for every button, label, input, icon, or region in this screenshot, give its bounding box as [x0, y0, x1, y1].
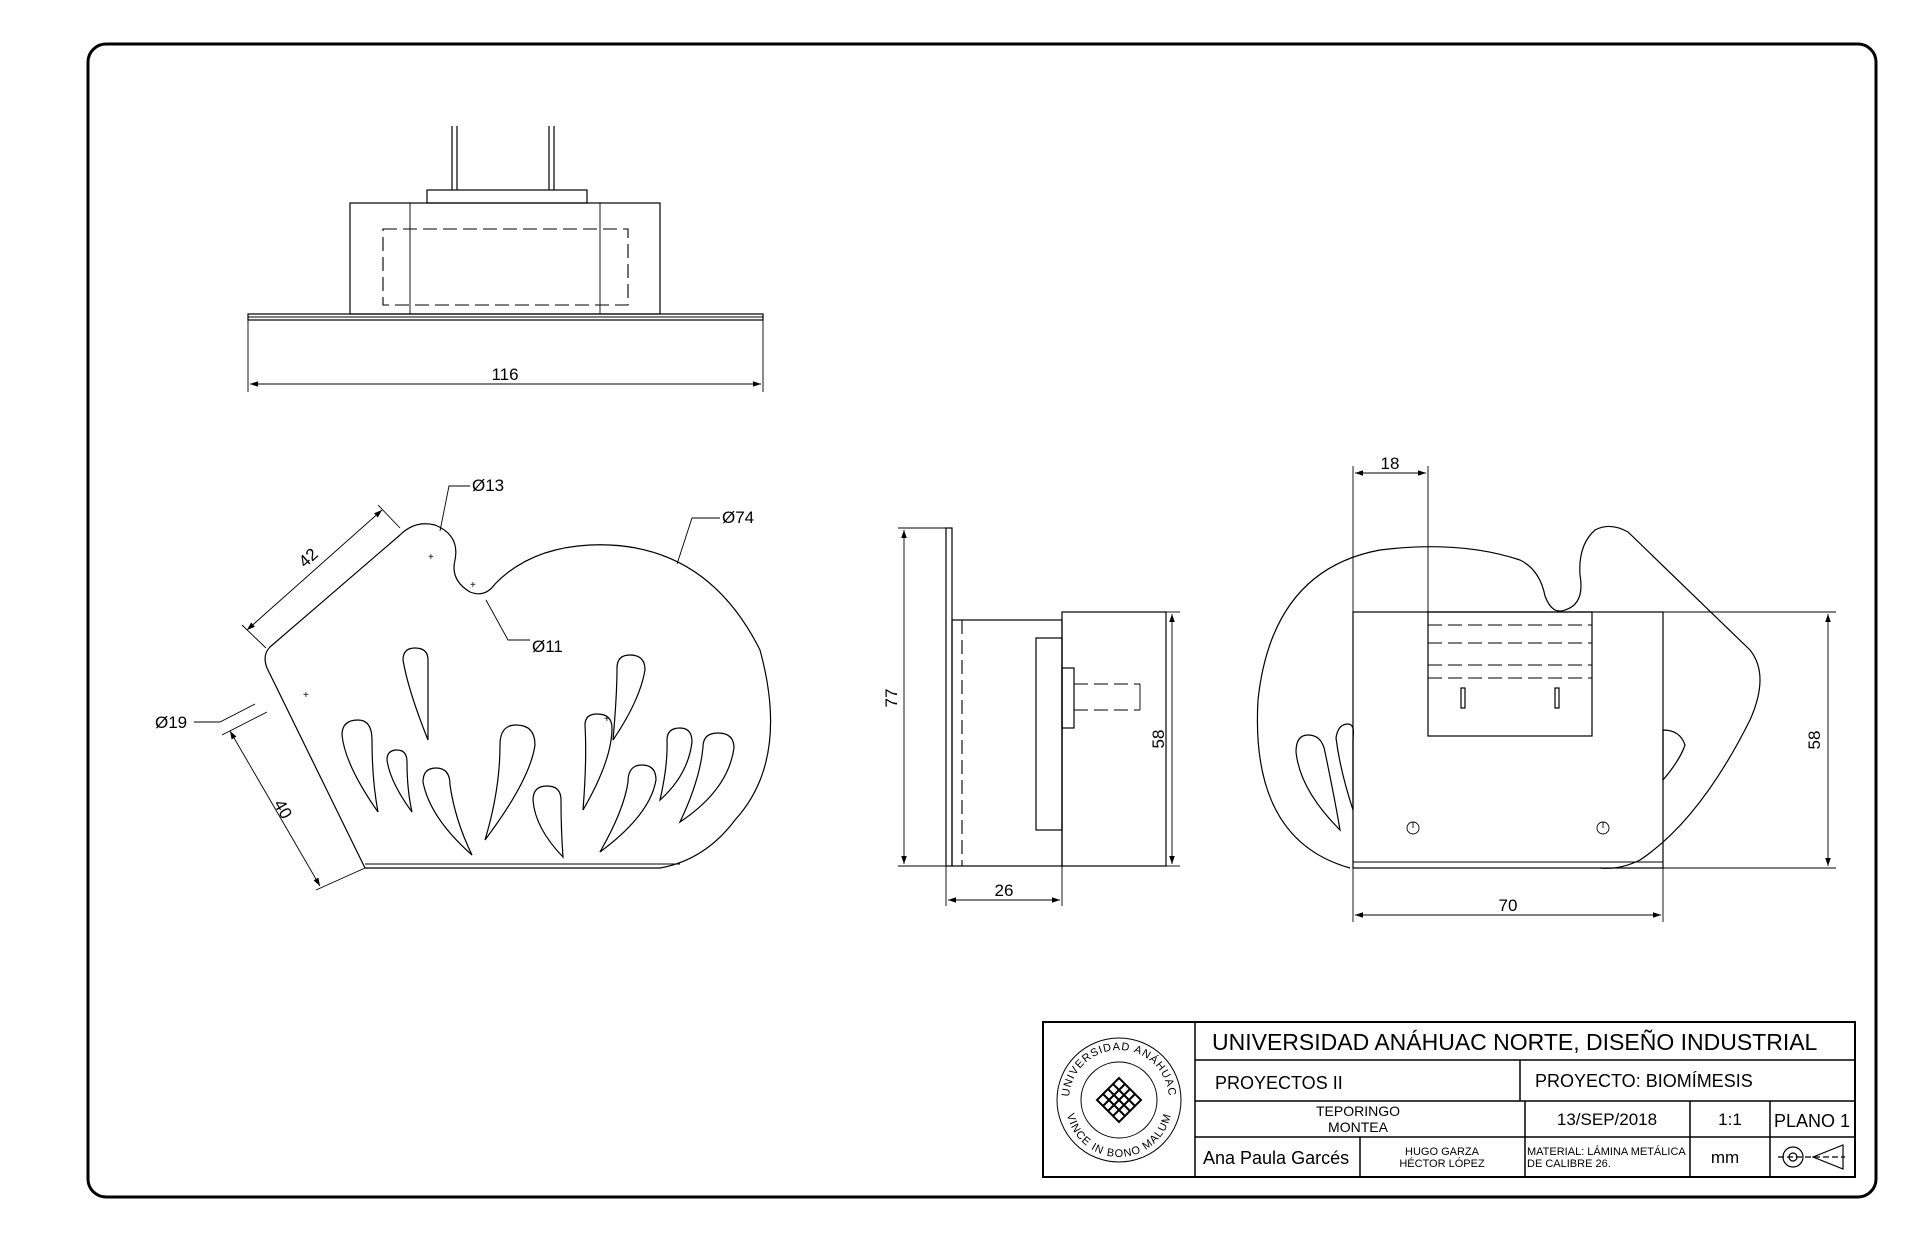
dim-d13: Ø13 — [472, 476, 504, 495]
piece-name-2: MONTEA — [1328, 1119, 1389, 1135]
dim-116: 116 — [491, 365, 518, 384]
dim-d11: Ø11 — [532, 637, 563, 656]
dim-18: 18 — [1381, 454, 1400, 473]
piece-name-1: TEPORINGO — [1316, 1103, 1400, 1119]
scale: 1:1 — [1718, 1110, 1742, 1129]
teacher-2: HÉCTOR LÓPEZ — [1399, 1157, 1485, 1170]
institution-name: UNIVERSIDAD ANÁHUAC NORTE, DISEÑO INDUST… — [1212, 1029, 1818, 1055]
flat-pattern-view: + + + + 42 40 Ø13 Ø74 Ø11 Ø19 — [155, 476, 772, 891]
logo-text-bottom: VINCE IN BONO MALUM — [1064, 1112, 1173, 1160]
units: mm — [1711, 1148, 1739, 1167]
teacher-1: HUGO GARZA — [1405, 1146, 1480, 1158]
material-1: MATERIAL: LÁMINA METÁLICA — [1527, 1145, 1686, 1158]
side-view: 77 58 26 — [882, 527, 1180, 906]
svg-text:+: + — [428, 552, 434, 563]
dim-40: 40 — [270, 796, 296, 822]
top-view: 116 — [247, 126, 764, 392]
university-logo: UNIVERSIDAD ANÁHUAC VINCE IN BONO MALUM — [1056, 1037, 1182, 1163]
svg-text:+: + — [470, 580, 476, 591]
sheet-number: PLANO 1 — [1774, 1111, 1850, 1131]
material-2: DE CALIBRE 26. — [1527, 1158, 1611, 1170]
dim-58-side: 58 — [1149, 730, 1168, 749]
dim-d74: Ø74 — [722, 508, 754, 527]
dim-70: 70 — [1499, 896, 1518, 915]
dim-77: 77 — [882, 689, 901, 708]
dim-58-front: 58 — [1805, 731, 1824, 750]
svg-text:VINCE IN BONO MALUM: VINCE IN BONO MALUM — [1064, 1112, 1174, 1160]
svg-text:+: + — [303, 690, 309, 701]
dim-26: 26 — [995, 881, 1014, 900]
author-name: Ana Paula Garcés — [1203, 1148, 1349, 1168]
svg-text:+: + — [604, 714, 610, 725]
project-name: PROYECTO: BIOMÍMESIS — [1535, 1071, 1753, 1091]
course-name: PROYECTOS II — [1215, 1073, 1343, 1093]
projection-symbol-icon — [1778, 1144, 1845, 1170]
front-view: 18 58 70 — [1256, 454, 1836, 922]
title-block: UNIVERSIDAD ANÁHUAC VINCE IN BONO MALUM … — [1042, 1021, 1856, 1178]
date: 13/SEP/2018 — [1557, 1110, 1657, 1129]
sheet-border — [86, 42, 1878, 1199]
dim-d19: Ø19 — [155, 713, 187, 732]
